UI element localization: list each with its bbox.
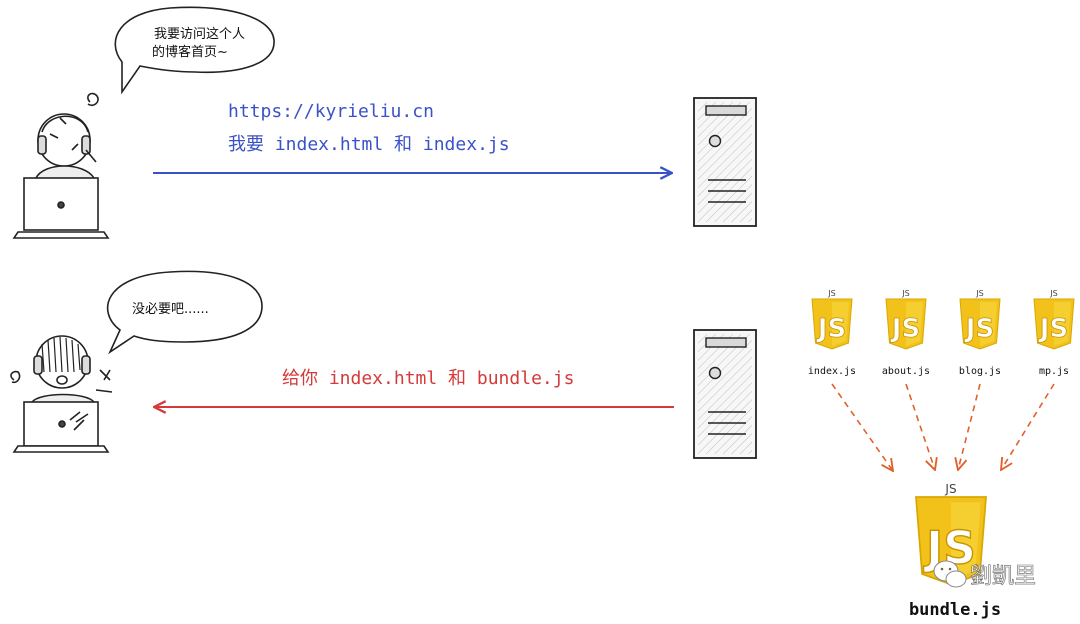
js-file-label: mp.js bbox=[1039, 366, 1069, 377]
bottom-bubble-text: 没必要吧...... bbox=[132, 302, 209, 317]
watermark: 劉凱里 bbox=[933, 560, 1036, 589]
top-speech-bubble bbox=[114, 6, 275, 95]
js-badge-tag: JS bbox=[1049, 289, 1057, 298]
js-file-blog: JS blog.js bbox=[959, 289, 1001, 377]
response-text: 给你 index.html 和 bundle.js bbox=[282, 368, 574, 389]
js-file-label: blog.js bbox=[959, 366, 1001, 377]
person-icon bbox=[12, 92, 110, 239]
bundle-arrow bbox=[958, 383, 981, 470]
js-file-about: JS about.js bbox=[882, 289, 930, 377]
top-user-figure: 我要访问这个人 的博客首页~ bbox=[12, 6, 275, 239]
js-file-label: index.js bbox=[808, 366, 856, 377]
top-bubble-line-2: 的博客首页~ bbox=[152, 44, 228, 60]
js-file-index: JS index.js bbox=[808, 289, 856, 377]
bundle-arrow bbox=[831, 383, 893, 471]
js-file-label: about.js bbox=[882, 366, 930, 377]
bundle-arrow bbox=[1001, 383, 1055, 470]
bundle-arrow bbox=[905, 383, 935, 470]
top-bubble-line-1: 我要访问这个人 bbox=[154, 26, 245, 42]
bottom-user-figure: 没必要吧...... bbox=[10, 270, 263, 453]
bottom-speech-bubble bbox=[106, 270, 263, 355]
js-file-icon bbox=[959, 298, 1001, 350]
wechat-icon bbox=[933, 560, 967, 588]
source-files: JS index.js JS about.js JS blog.js JS mp.js bbox=[808, 289, 1075, 377]
js-badge-tag: JS bbox=[827, 289, 835, 298]
server-icon-bottom bbox=[693, 329, 757, 459]
bundle-arrows bbox=[831, 383, 1055, 471]
request-text: 我要 index.html 和 index.js bbox=[228, 134, 510, 155]
bundle-filename: bundle.js bbox=[909, 600, 1001, 620]
js-badge-tag: JS bbox=[975, 289, 983, 298]
bundle-badge-tag: JS bbox=[944, 482, 956, 496]
js-file-mp: JS mp.js bbox=[1033, 289, 1075, 377]
js-file-icon bbox=[811, 298, 853, 350]
js-file-icon bbox=[1033, 298, 1075, 350]
watermark-text: 劉凱里 bbox=[970, 564, 1036, 589]
request-url: https://kyrieliu.cn bbox=[228, 101, 434, 122]
tired-person-icon bbox=[10, 335, 113, 453]
server-icon-top bbox=[693, 97, 757, 227]
bundle-js: JS bundle.js bbox=[909, 482, 1001, 620]
js-file-icon bbox=[885, 298, 927, 350]
js-badge-tag: JS bbox=[901, 289, 909, 298]
